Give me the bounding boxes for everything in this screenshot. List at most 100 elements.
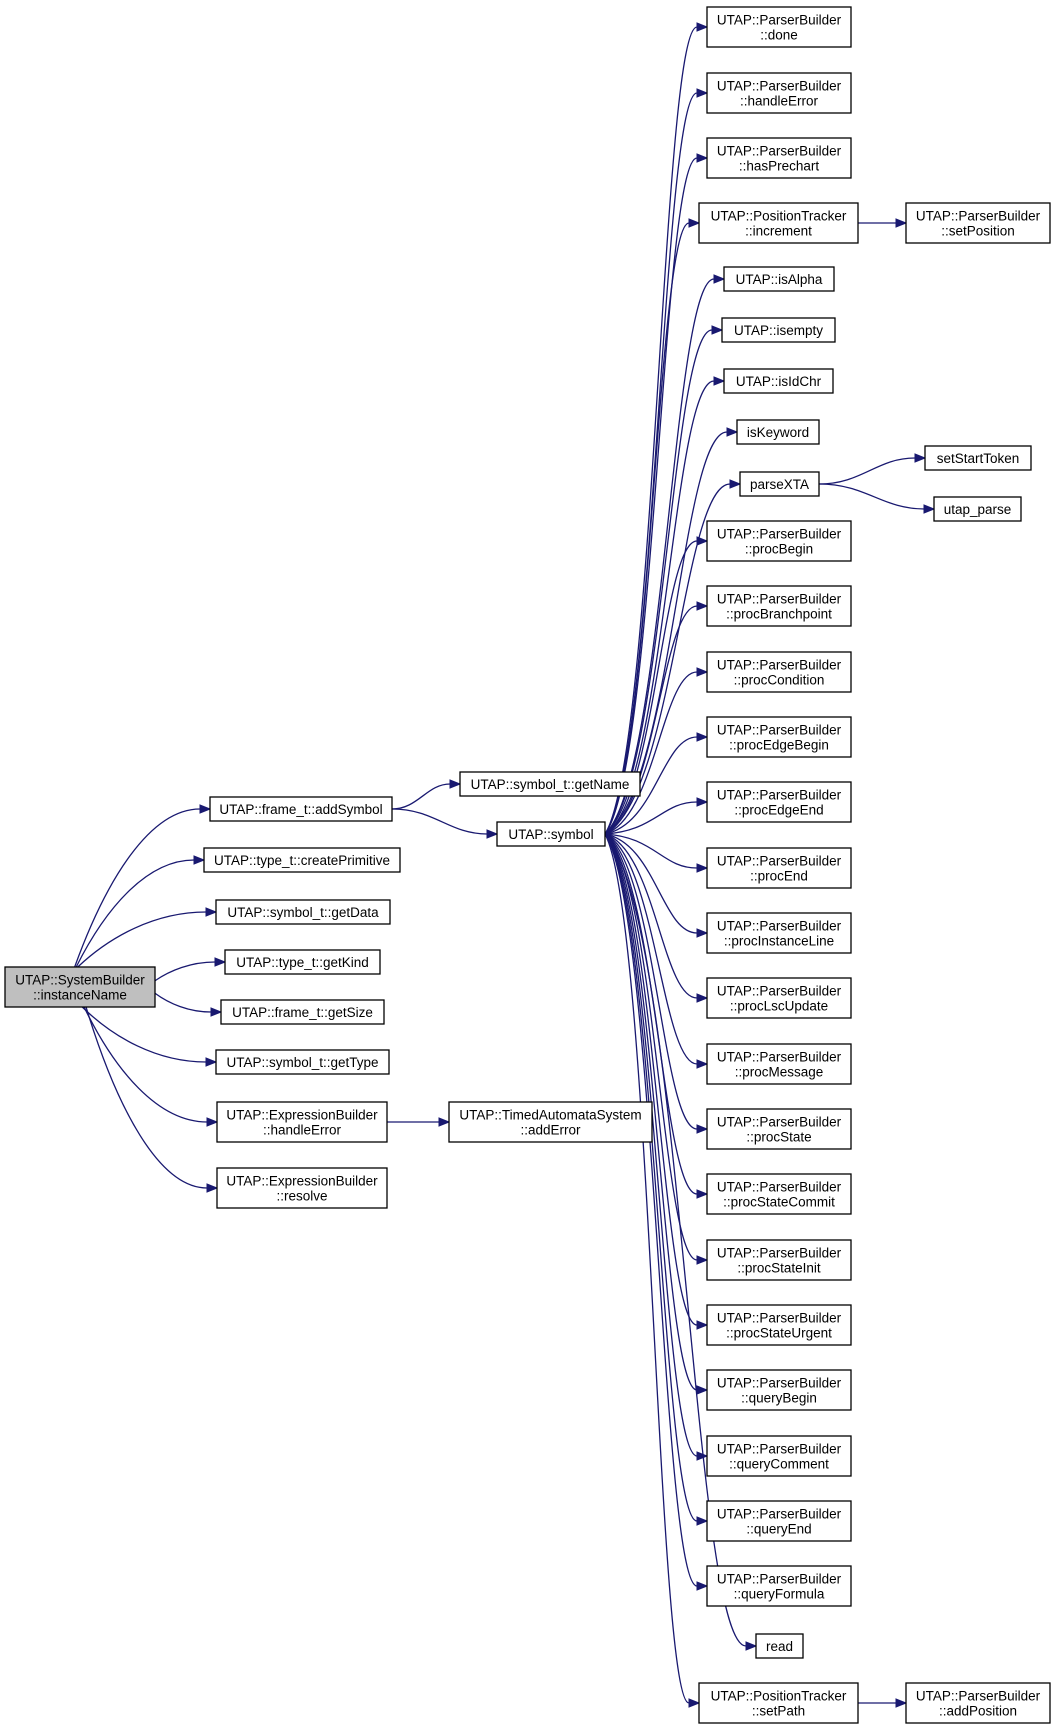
nodes-layer: UTAP::SystemBuilder::instanceNameUTAP::f… bbox=[4, 6, 1051, 1724]
node-addPosition[interactable]: UTAP::ParserBuilder::addPosition bbox=[905, 1682, 1051, 1724]
node-label-line: UTAP::ParserBuilder bbox=[717, 13, 842, 28]
arrowhead-icon bbox=[199, 804, 212, 814]
node-label-line: ::resolve bbox=[276, 1189, 327, 1204]
node-procEnd[interactable]: UTAP::ParserBuilder::procEnd bbox=[706, 847, 852, 889]
node-procBegin[interactable]: UTAP::ParserBuilder::procBegin bbox=[706, 520, 852, 562]
edge-line bbox=[604, 671, 698, 835]
node-isIdChr[interactable]: UTAP::isIdChr bbox=[723, 368, 834, 394]
arrowhead-icon bbox=[713, 376, 726, 386]
edge-line bbox=[85, 1006, 208, 1189]
node-read[interactable]: read bbox=[755, 1633, 804, 1659]
node-handleErrorPB[interactable]: UTAP::ParserBuilder::handleError bbox=[706, 72, 852, 114]
node-queryComment[interactable]: UTAP::ParserBuilder::queryComment bbox=[706, 1435, 852, 1477]
edge-instanceName-to-addSymbol bbox=[74, 804, 212, 968]
node-procEdgeBegin[interactable]: UTAP::ParserBuilder::procEdgeBegin bbox=[706, 716, 852, 758]
node-box bbox=[706, 1304, 852, 1346]
edge-line bbox=[604, 833, 698, 869]
arrowhead-icon bbox=[713, 274, 726, 284]
node-queryEnd[interactable]: UTAP::ParserBuilder::queryEnd bbox=[706, 1500, 852, 1542]
node-getData[interactable]: UTAP::symbol_t::getData bbox=[215, 899, 391, 925]
node-setPosition[interactable]: UTAP::ParserBuilder::setPosition bbox=[905, 202, 1051, 244]
node-label-line: ::procLscUpdate bbox=[730, 999, 828, 1014]
node-label-line: ::queryFormula bbox=[734, 1587, 825, 1602]
node-label-line: UTAP::ParserBuilder bbox=[717, 1311, 842, 1326]
node-getSize[interactable]: UTAP::frame_t::getSize bbox=[220, 999, 385, 1025]
edge-parseXTA-to-setStartToken bbox=[818, 453, 927, 485]
node-label-line: UTAP::ParserBuilder bbox=[717, 1442, 842, 1457]
node-label-line: ::procCondition bbox=[734, 673, 825, 688]
node-addError[interactable]: UTAP::TimedAutomataSystem::addError bbox=[448, 1101, 653, 1143]
node-symbol[interactable]: UTAP::symbol bbox=[496, 821, 606, 847]
node-label-line: ::increment bbox=[745, 224, 812, 239]
node-utap_parse[interactable]: utap_parse bbox=[933, 496, 1022, 522]
node-increment[interactable]: UTAP::PositionTracker::increment bbox=[698, 202, 859, 244]
node-setStartToken[interactable]: setStartToken bbox=[924, 445, 1032, 471]
node-label-line: UTAP::PositionTracker bbox=[711, 209, 847, 224]
edge-symbol-to-parseXTA bbox=[604, 479, 742, 835]
node-resolve[interactable]: UTAP::ExpressionBuilder::resolve bbox=[216, 1167, 388, 1209]
node-setPath[interactable]: UTAP::PositionTracker::setPath bbox=[698, 1682, 859, 1724]
edge-symbol-to-procStateUrgent bbox=[604, 833, 709, 1330]
node-label-line: ::procInstanceLine bbox=[724, 934, 834, 949]
node-createPrimitive[interactable]: UTAP::type_t::createPrimitive bbox=[203, 847, 401, 873]
arrowhead-icon bbox=[696, 1059, 709, 1069]
node-parseXTA[interactable]: parseXTA bbox=[739, 471, 820, 497]
edge-symbol-to-procEnd bbox=[604, 833, 709, 873]
node-procInstanceLine[interactable]: UTAP::ParserBuilder::procInstanceLine bbox=[706, 912, 852, 954]
node-label-line: UTAP::ExpressionBuilder bbox=[226, 1174, 378, 1189]
node-box bbox=[706, 1239, 852, 1281]
node-queryBegin[interactable]: UTAP::ParserBuilder::queryBegin bbox=[706, 1369, 852, 1411]
node-box bbox=[723, 368, 834, 394]
node-procState[interactable]: UTAP::ParserBuilder::procState bbox=[706, 1108, 852, 1150]
arrowhead-icon bbox=[696, 601, 709, 611]
node-procBranchpoint[interactable]: UTAP::ParserBuilder::procBranchpoint bbox=[706, 585, 852, 627]
node-addSymbol[interactable]: UTAP::frame_t::addSymbol bbox=[209, 796, 393, 822]
node-procStateInit[interactable]: UTAP::ParserBuilder::procStateInit bbox=[706, 1239, 852, 1281]
node-label-line: ::procEnd bbox=[750, 869, 808, 884]
node-instanceName[interactable]: UTAP::SystemBuilder::instanceName bbox=[4, 966, 156, 1008]
edge-instanceName-to-createPrimitive bbox=[75, 855, 206, 968]
node-procCondition[interactable]: UTAP::ParserBuilder::procCondition bbox=[706, 651, 852, 693]
edge-symbol-to-procEdgeEnd bbox=[604, 797, 709, 835]
edge-line bbox=[604, 736, 698, 835]
node-label-line: ::addPosition bbox=[939, 1704, 1017, 1719]
node-label-line: UTAP::ParserBuilder bbox=[717, 919, 842, 934]
node-done[interactable]: UTAP::ParserBuilder::done bbox=[706, 6, 852, 48]
node-label-line: ::addError bbox=[520, 1123, 581, 1138]
node-label-line: UTAP::ParserBuilder bbox=[717, 1115, 842, 1130]
arrowhead-icon bbox=[688, 218, 701, 228]
node-isKeyword[interactable]: isKeyword bbox=[736, 419, 820, 445]
node-getKind[interactable]: UTAP::type_t::getKind bbox=[224, 949, 381, 975]
node-procMessage[interactable]: UTAP::ParserBuilder::procMessage bbox=[706, 1043, 852, 1085]
node-getName[interactable]: UTAP::symbol_t::getName bbox=[459, 771, 641, 797]
node-isempty[interactable]: UTAP::isempty bbox=[721, 317, 836, 343]
node-handleErrorEB[interactable]: UTAP::ExpressionBuilder::handleError bbox=[216, 1101, 388, 1143]
edge-line bbox=[604, 540, 698, 835]
node-procStateCommit[interactable]: UTAP::ParserBuilder::procStateCommit bbox=[706, 1173, 852, 1215]
arrowhead-icon bbox=[696, 863, 709, 873]
node-label-line: UTAP::TimedAutomataSystem bbox=[459, 1108, 641, 1123]
node-label-line: read bbox=[766, 1639, 793, 1654]
node-box bbox=[203, 847, 401, 873]
arrowhead-icon bbox=[696, 928, 709, 938]
edge-line bbox=[154, 992, 212, 1013]
node-procStateUrgent[interactable]: UTAP::ParserBuilder::procStateUrgent bbox=[706, 1304, 852, 1346]
node-isAlpha[interactable]: UTAP::isAlpha bbox=[723, 266, 835, 292]
node-procEdgeEnd[interactable]: UTAP::ParserBuilder::procEdgeEnd bbox=[706, 781, 852, 823]
node-label-line: UTAP::isIdChr bbox=[736, 374, 822, 389]
edge-instanceName-to-getSize bbox=[154, 992, 223, 1017]
edge-line bbox=[604, 222, 690, 835]
edge-line bbox=[81, 1006, 207, 1063]
node-hasPrechart[interactable]: UTAP::ParserBuilder::hasPrechart bbox=[706, 137, 852, 179]
edge-symbol-to-setPath bbox=[604, 833, 701, 1708]
node-queryFormula[interactable]: UTAP::ParserBuilder::queryFormula bbox=[706, 1565, 852, 1607]
node-label-line: UTAP::symbol_t::getType bbox=[226, 1055, 378, 1070]
node-procLscUpdate[interactable]: UTAP::ParserBuilder::procLscUpdate bbox=[706, 977, 852, 1019]
node-box bbox=[698, 202, 859, 244]
node-getType[interactable]: UTAP::symbol_t::getType bbox=[215, 1049, 390, 1075]
edge-line bbox=[77, 911, 207, 968]
node-label-line: UTAP::symbol_t::getName bbox=[471, 777, 630, 792]
node-label-line: UTAP::PositionTracker bbox=[711, 1689, 847, 1704]
edge-instanceName-to-handleErrorEB bbox=[83, 1006, 219, 1127]
arrowhead-icon bbox=[696, 1255, 709, 1265]
